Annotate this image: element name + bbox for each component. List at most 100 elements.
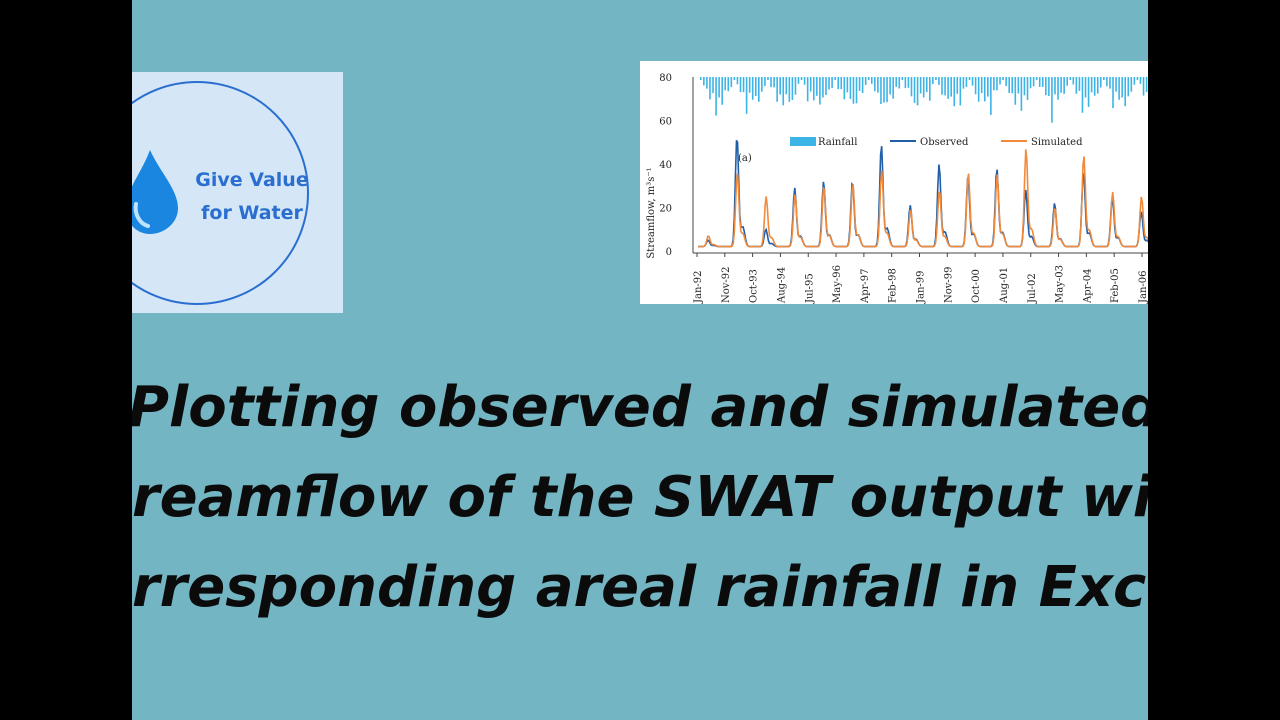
rainfall-bar — [700, 77, 702, 80]
legend-simulated: Simulated — [1031, 137, 1083, 148]
x-tick-label: Jul-02 — [1027, 273, 1038, 304]
x-tick-label: Jan-92 — [693, 270, 704, 304]
rainfall-bar — [1090, 77, 1093, 93]
rainfall-bar — [867, 77, 870, 80]
rainfall-bar — [1005, 77, 1007, 87]
panel-label: (a) — [738, 153, 752, 164]
rainfall-bar — [1136, 77, 1139, 80]
rainfall-bar — [794, 77, 797, 95]
rainfall-bar — [907, 77, 910, 88]
legend-rainfall-swatch — [790, 137, 816, 146]
logo-line-2: for Water — [201, 202, 303, 224]
rainfall-bar — [822, 77, 824, 98]
logo-card: Give Value for Water — [132, 72, 343, 313]
rainfall-bar — [941, 77, 943, 95]
rainfall-bar — [742, 77, 745, 93]
x-tick-label: Apr-97 — [860, 268, 871, 304]
rainfall-bar — [803, 77, 806, 85]
rainfall-bar — [956, 77, 959, 94]
rainfall-bar — [953, 77, 956, 107]
thumbnail-stage: Give Value for Water Streamflow, m³s⁻¹ 0… — [132, 0, 1148, 720]
rainfall-bar — [1127, 77, 1130, 97]
rainfall-bar — [754, 77, 757, 97]
rainfall-bar — [950, 77, 952, 97]
rainfall-bar — [1078, 77, 1081, 91]
rainfall-bar — [1133, 77, 1136, 85]
rainfall-bar — [1002, 77, 1004, 80]
rainfall-bar — [797, 77, 800, 84]
rainfall-bar — [1109, 77, 1111, 89]
rainfall-bar — [831, 77, 833, 89]
rainfall-bar — [886, 77, 888, 103]
rainfall-bar — [812, 77, 815, 101]
rainfall-bar — [1099, 77, 1102, 88]
chart-legend: Rainfall Observed Simulated — [790, 137, 1083, 148]
rainfall-bar — [1087, 77, 1090, 107]
rainfall-bar — [895, 77, 898, 87]
rainfall-bar — [861, 77, 864, 93]
rainfall-bar — [791, 77, 794, 100]
rainfall-bar — [1051, 77, 1053, 123]
legend-observed: Observed — [920, 137, 969, 148]
rainfall-bar — [910, 77, 913, 97]
rainfall-bar — [761, 77, 763, 92]
headline-line-1: Plotting observed and simulated — [132, 375, 1148, 440]
rainfall-bar — [965, 77, 968, 87]
rainfall-bar — [944, 77, 946, 96]
rainfall-bar — [785, 77, 788, 95]
rainfall-bar — [1014, 77, 1017, 105]
rainfall-bar — [919, 77, 922, 94]
rainfall-bar — [788, 77, 791, 102]
rainfall-bar — [1103, 77, 1105, 80]
x-tick-label: Nov-92 — [721, 266, 732, 303]
rainfall-bar — [1081, 77, 1084, 113]
rainfall-bar — [922, 77, 925, 98]
y-tick-label: 40 — [659, 160, 672, 171]
water-drop-icon — [132, 150, 178, 234]
rainfall-bar — [809, 77, 812, 92]
rainfall-bar — [980, 77, 983, 94]
x-tick-label: Oct-93 — [749, 269, 760, 303]
rainfall-bar — [1142, 77, 1145, 96]
headline: Plotting observed and simulated reamflow… — [132, 363, 1148, 633]
rainfall-bar — [962, 77, 965, 89]
rainfall-bar — [730, 77, 733, 88]
rainfall-bar — [715, 77, 717, 116]
rainfall-bar — [718, 77, 720, 98]
rainfall-bar — [1118, 77, 1120, 100]
rainfall-bar — [840, 77, 843, 90]
legend-rainfall: Rainfall — [818, 137, 857, 148]
rainfall-bar — [898, 77, 901, 89]
rainfall-bar — [947, 77, 949, 99]
x-tick-label: Apr-04 — [1082, 268, 1093, 304]
x-tick-label: Nov-99 — [943, 266, 954, 303]
rainfall-bar — [1112, 77, 1114, 109]
rainfall-bar — [1048, 77, 1050, 97]
rainfall-bar — [748, 77, 751, 93]
rainfall-bar — [913, 77, 916, 103]
rainfall-bar — [929, 77, 931, 101]
rainfall-bar — [999, 77, 1001, 85]
y-tick-label: 60 — [659, 117, 672, 128]
rainfall-bar — [745, 77, 748, 114]
x-tick-label: Jan-99 — [916, 270, 927, 304]
rainfall-bar — [1075, 77, 1078, 94]
rainfall-bar — [751, 77, 754, 100]
rainfall-bar — [1057, 77, 1059, 100]
rainfall-bar — [712, 77, 714, 94]
rainfall-bar — [1045, 77, 1047, 96]
rainfall-bar — [983, 77, 986, 102]
letterbox-right — [1148, 0, 1280, 720]
rainfall-bar — [1130, 77, 1133, 92]
rainfall-bar — [883, 77, 885, 103]
rainfall-bar — [901, 77, 904, 80]
rainfall-bar — [864, 77, 867, 85]
rainfall-bar — [1038, 77, 1041, 87]
rainfall-bar — [782, 77, 785, 106]
rainfall-bar — [1008, 77, 1010, 93]
rainfall-bar — [1060, 77, 1062, 93]
rainfall-bar — [834, 77, 836, 80]
rainfall-bar — [739, 77, 742, 93]
rainfall-bar — [1035, 77, 1038, 80]
